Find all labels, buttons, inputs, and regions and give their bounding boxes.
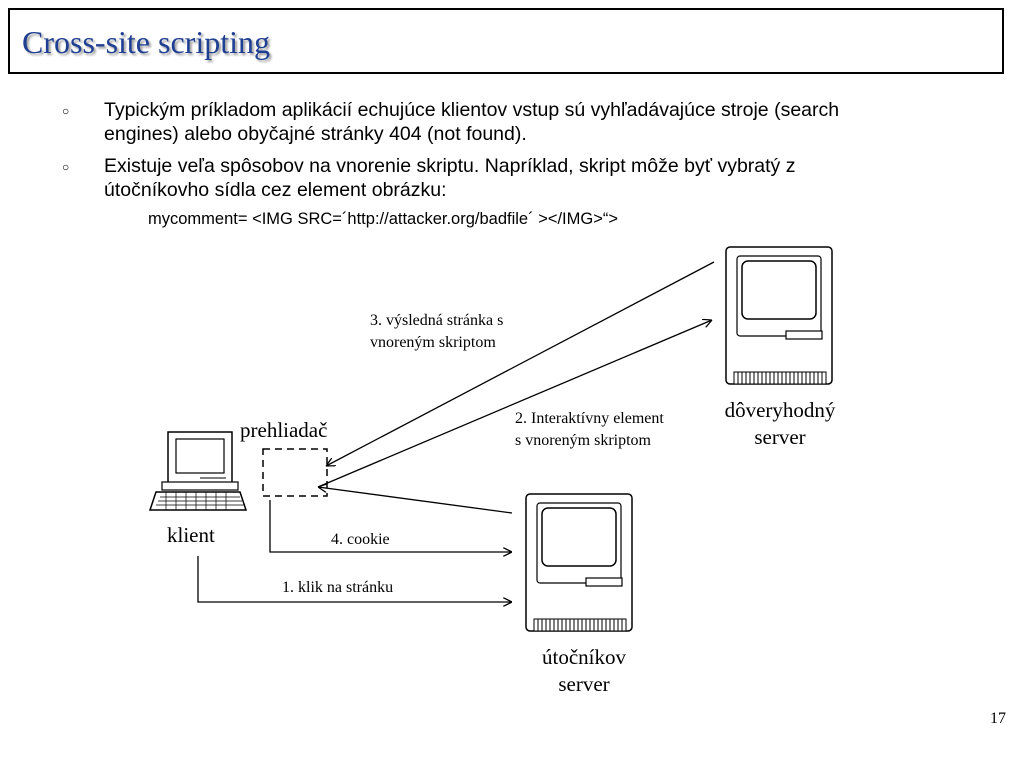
bullet-mark-icon: ○ [62,160,70,174]
bullet-mark-icon: ○ [62,104,70,118]
trusted-server-icon [725,246,833,385]
bullet-1-line-2: engines) alebo obyčajné stránky 404 (not… [104,123,527,145]
trusted-server-label: dôveryhodný server [724,398,836,449]
edge-step1-label: 1. klik na stránku [282,579,394,596]
edge-step3-label: 3. výsledná stránka s vnoreným skriptom [370,312,504,351]
client-computer-icon [148,431,248,511]
attacker-server-icon [525,493,633,632]
browser-label: prehliadač [240,418,328,442]
bullet-item-2: ○ Existuje veľa spôsobov na vnorenie skr… [62,154,984,202]
bullet-item-1: ○ Typickým príkladom aplikácií echujúce … [62,98,984,146]
edge-step2-arrow-a [318,487,513,514]
code-example: mycomment= <IMG SRC=´http://attacker.org… [148,210,618,228]
edge-step4-arrow [269,500,512,552]
title-box: Cross-site scripting [8,8,1004,74]
edge-step4-label: 4. cookie [331,531,390,548]
bullet-2-line-1: Existuje veľa spôsobov na vnorenie skrip… [104,155,796,177]
client-label: klient [167,523,215,547]
edge-step3-arrow [326,261,715,466]
browser-dashed-box [262,448,328,497]
attacker-server-label: útočníkov server [542,645,626,696]
page-number: 17 [990,710,1006,727]
bullet-2-line-2: útočníkovho sídla cez element obrázku: [104,179,447,201]
bullet-1-line-1: Typickým príkladom aplikácií echujúce kl… [104,99,840,121]
slide-title: Cross-site scripting [22,24,270,60]
edge-step2-arrow-b [317,320,712,488]
edge-step2-label: 2. Interaktívny element s vnoreným skrip… [515,410,664,449]
edge-step1-arrow [197,556,512,602]
